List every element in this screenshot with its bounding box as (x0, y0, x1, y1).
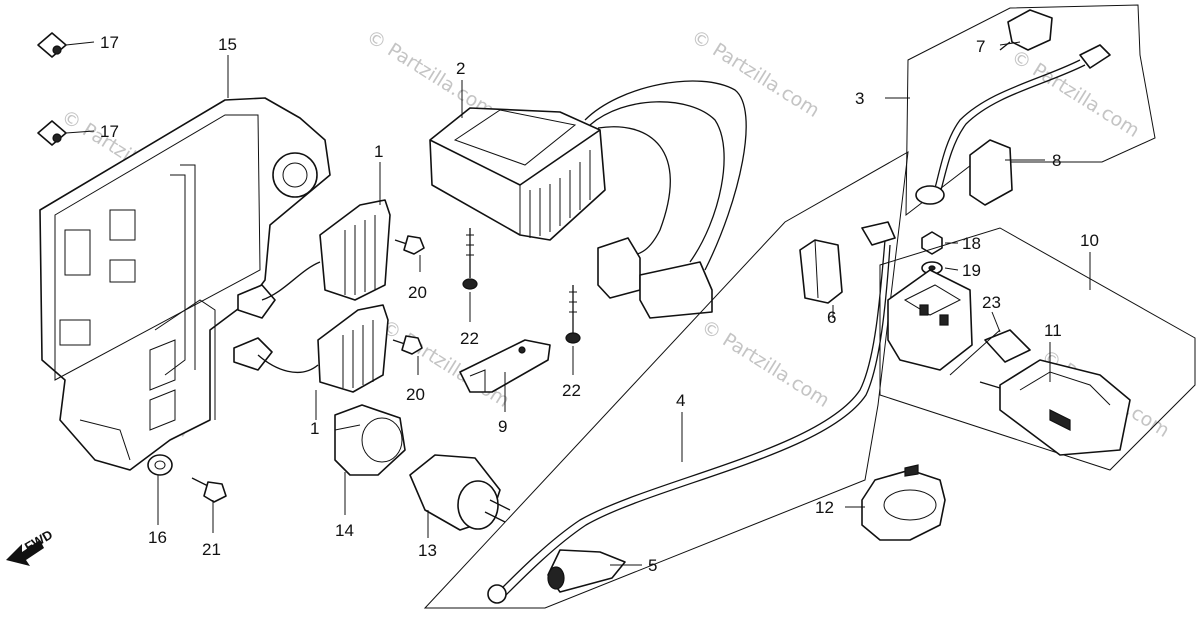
bolt-20-top (394, 235, 425, 255)
callout-9: 9 (498, 417, 507, 436)
nut-18 (921, 231, 943, 255)
callout-labels: 1 1 2 3 4 5 6 7 8 9 10 11 12 13 14 15 16… (100, 33, 1099, 575)
bolt-22-right (565, 285, 581, 344)
callout-17: 17 (100, 33, 119, 52)
relay-13 (409, 454, 511, 531)
regulator-rectifier-2 (429, 80, 747, 319)
watermark: © Partzilla.com (362, 26, 498, 122)
module-1-bottom (233, 304, 389, 393)
callout-3: 3 (855, 89, 864, 108)
watermark: © Partzilla.com (697, 316, 833, 412)
clamp-9 (459, 339, 551, 393)
callout-5: 5 (648, 556, 657, 575)
leader-lines (65, 41, 1091, 566)
callout-20: 20 (408, 283, 427, 302)
bolt-20-bottom (392, 335, 423, 355)
callout-19: 19 (962, 261, 981, 280)
callout-22: 22 (562, 381, 581, 400)
callout-6: 6 (827, 308, 836, 327)
callout-20: 20 (406, 385, 425, 404)
module-1-top (237, 199, 391, 319)
callout-23: 23 (982, 293, 1001, 312)
washer-19 (921, 261, 943, 275)
callout-1: 1 (310, 419, 319, 438)
watermark: © Partzilla.com (687, 26, 823, 122)
fuse-cover-6 (799, 239, 843, 304)
callout-22: 22 (460, 329, 479, 348)
terminal-cover-5 (547, 549, 626, 593)
cable-panel-4 (423, 151, 909, 609)
callout-17: 17 (100, 122, 119, 141)
watermark: © Partzilla.com (1007, 46, 1143, 142)
bolt-21 (191, 477, 227, 503)
bolt-22-left (462, 228, 478, 290)
callout-1: 1 (374, 142, 383, 161)
callout-2: 2 (456, 59, 465, 78)
grommet-17-top (37, 32, 67, 58)
callout-12: 12 (815, 498, 834, 517)
fwd-arrow-icon: FWD (6, 527, 55, 566)
callout-14: 14 (335, 521, 354, 540)
callout-18: 18 (962, 234, 981, 253)
callout-15: 15 (218, 35, 237, 54)
callout-4: 4 (676, 391, 685, 410)
grommet-17-bottom (37, 120, 67, 146)
washer-16 (147, 454, 173, 476)
callout-16: 16 (148, 528, 167, 547)
bracket-plate-15 (39, 97, 331, 471)
callout-8: 8 (1052, 151, 1061, 170)
callout-11: 11 (1044, 321, 1062, 340)
callout-21: 21 (202, 540, 221, 559)
battery-cable-box-3 (905, 4, 1156, 217)
rubber-mount-14 (334, 404, 406, 476)
callout-10: 10 (1080, 231, 1099, 250)
callout-13: 13 (418, 541, 437, 560)
holder-12 (861, 464, 946, 541)
starter-relay-box-10 (879, 227, 1196, 471)
callout-7: 7 (976, 37, 985, 56)
